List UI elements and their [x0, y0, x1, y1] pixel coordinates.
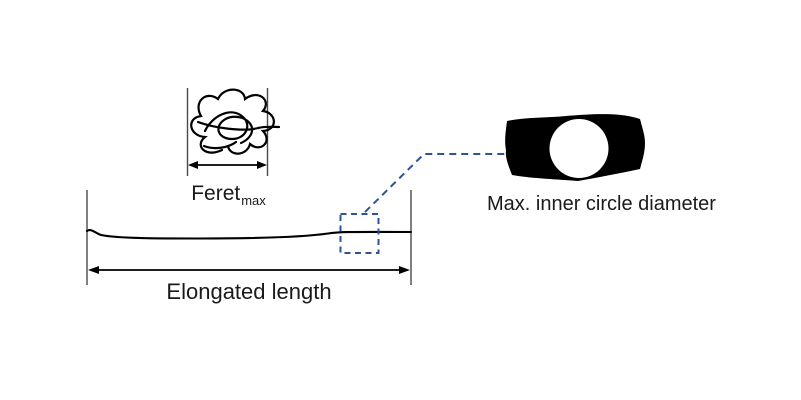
tangled-fiber-scribble-icon [190, 88, 281, 155]
feret-label-subscript: max [241, 193, 266, 208]
elongated-measure-arrow [88, 266, 410, 274]
elongated-length-label: Elongated length [166, 279, 332, 304]
callout-dashed-leader-line [364, 153, 507, 213]
max-inner-circle-diameter-label: Max. inner circle diameter [487, 193, 716, 215]
cross-section-group [505, 114, 645, 181]
feret-max-label: Feretmax [178, 182, 278, 208]
arrowhead-right-icon [399, 266, 410, 274]
arrowhead-right-icon [257, 161, 267, 169]
elongated-fiber-curve-icon [85, 229, 413, 240]
zoom-region-dashed-box [339, 213, 380, 254]
max-inner-circle-icon [549, 119, 609, 178]
elongated-fiber-group [85, 190, 413, 285]
arrowhead-left-icon [88, 266, 99, 274]
tangled-fiber-group [186, 88, 281, 176]
feret-label-base: Feret [191, 182, 241, 205]
arrowhead-left-icon [188, 161, 198, 169]
zoom-callout-group [339, 153, 507, 254]
feret-measure-arrow [188, 161, 267, 169]
